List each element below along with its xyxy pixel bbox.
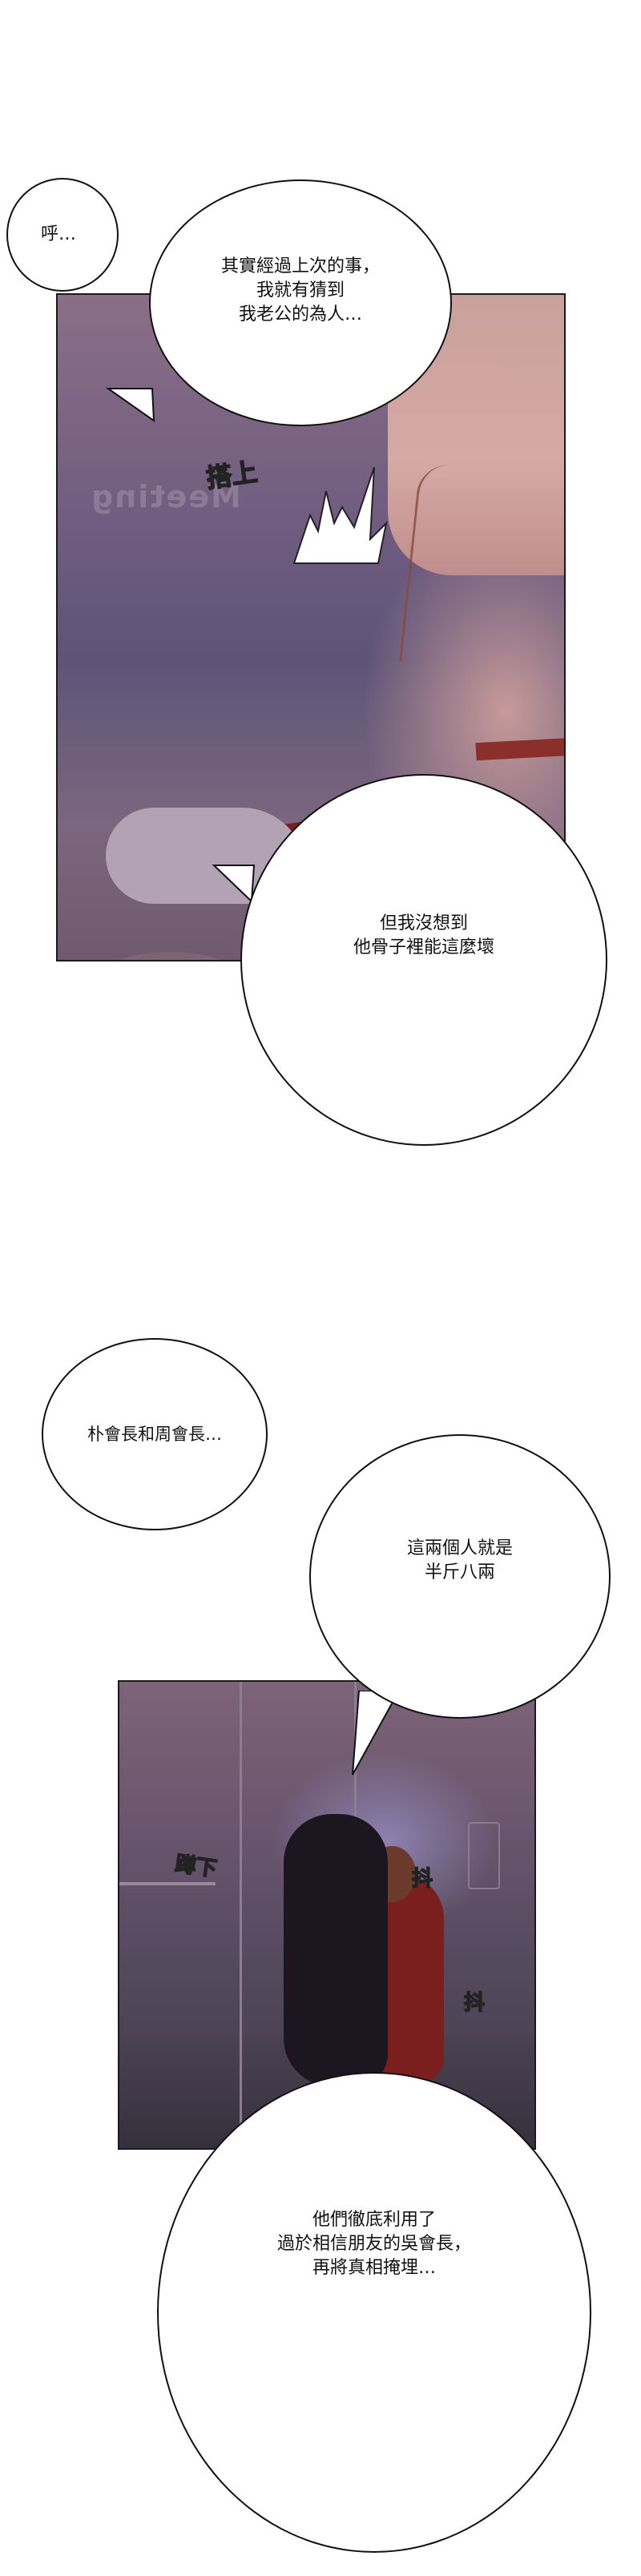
sfx-tremble-2: 抖 [463, 1990, 486, 2016]
panel-2: 蹲下 抖 抖 [118, 1680, 536, 2150]
thigh-shape [58, 952, 298, 960]
bubble-text: 但我沒想到 他骨子裡能這麼壞 [353, 913, 494, 957]
bubble-tail-b2 [105, 388, 155, 422]
bubble-text: 他們徹底利用了 過於相信朋友的吳會長， 再將真相掩埋… [276, 2210, 471, 2278]
speech-bubble-4: 朴會長和周會長… [42, 1338, 268, 1530]
speech-bubble-5: 這兩個人就是 半斤八兩 [309, 1434, 611, 1719]
sfx-tremble-1: 抖 [411, 1866, 433, 1892]
bubble-text: 其實經過上次的事， 我就有猜到 我老公的為人… [220, 256, 380, 325]
bubble-text: 朴會長和周會長… [87, 1425, 222, 1444]
impact-burst-icon [292, 467, 388, 564]
office-desk [119, 1882, 216, 2046]
speech-bubble-1: 呼… [6, 178, 119, 292]
bubble-text: 這兩個人就是 半斤八兩 [406, 1538, 513, 1582]
bubble-text: 呼… [40, 224, 76, 244]
speech-bubble-3: 但我沒想到 他骨子裡能這麼壞 [240, 774, 607, 1146]
sfx-grab: 搭上 [204, 456, 260, 494]
speech-bubble-2: 其實經過上次的事， 我就有猜到 我老公的為人… [149, 179, 452, 426]
sfx-crouch: 蹲下 [173, 1852, 219, 1882]
bubble-tail-b3 [212, 865, 256, 904]
woman-in-black [284, 1814, 388, 2086]
red-collar [475, 737, 564, 761]
speech-bubble-6: 他們徹底利用了 過於相信朋友的吳會長， 再將真相掩埋… [157, 2072, 591, 2553]
wall-switch [468, 1822, 500, 1889]
bubble-tail-b5 [352, 1691, 401, 1776]
